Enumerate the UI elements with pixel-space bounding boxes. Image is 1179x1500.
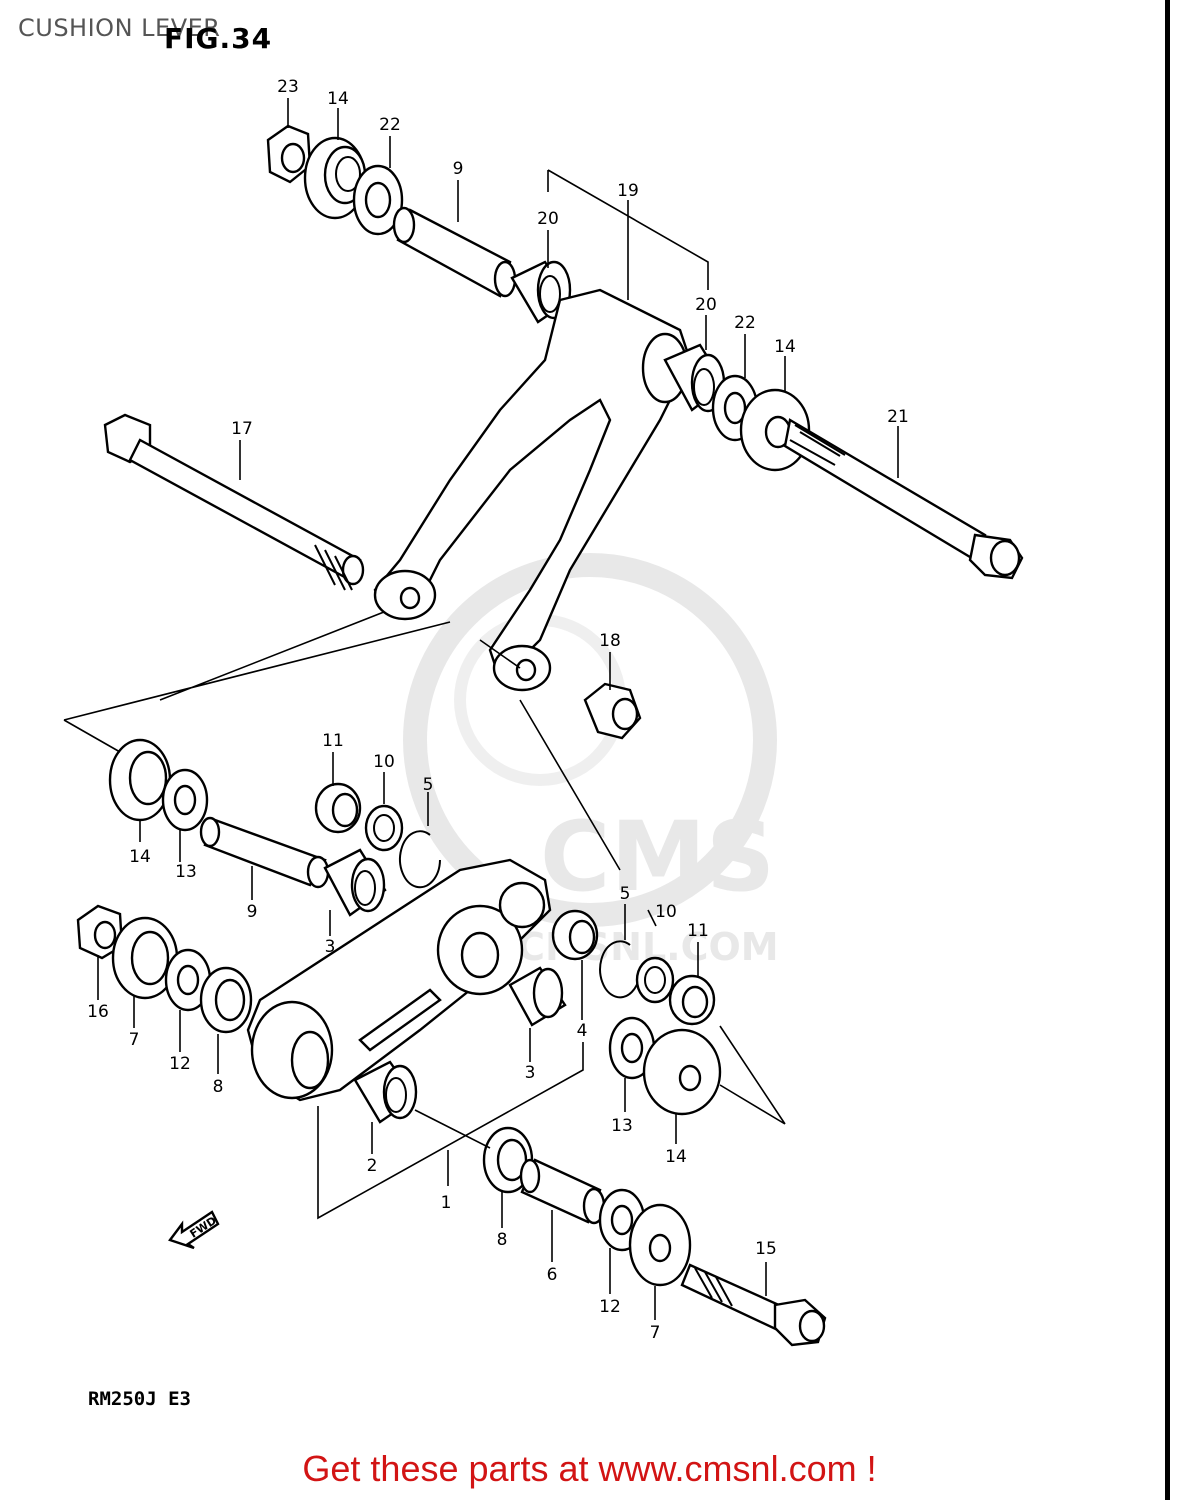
seal-7-lower [628, 1203, 692, 1287]
part-label-14: 14 [665, 1147, 687, 1167]
part-number-labels: 23 14 22 9 20 19 20 22 14 21 17 18 11 10… [87, 77, 909, 1343]
part-label-3: 3 [525, 1063, 536, 1083]
part-label-12: 12 [599, 1297, 621, 1317]
collar-11-upper [314, 782, 362, 834]
seal-8-left [199, 966, 253, 1034]
bolt-17 [103, 413, 365, 591]
seal-14-lower-right [642, 1028, 722, 1116]
part-label-19: 19 [617, 181, 639, 201]
part-label-11: 11 [687, 921, 709, 941]
washer-13-lower-left [161, 768, 209, 832]
part-label-20: 20 [537, 209, 559, 229]
bolt-15 [680, 1263, 827, 1347]
part-label-13: 13 [611, 1116, 633, 1136]
spacer-9-lower [199, 816, 330, 889]
page-border [1165, 0, 1170, 1500]
part-label-7: 7 [129, 1030, 140, 1050]
part-label-16: 16 [87, 1002, 109, 1022]
fwd-arrow-icon: FWD [168, 1210, 220, 1250]
part-label-12: 12 [169, 1054, 191, 1074]
promo-link-text[interactable]: Get these parts at www.cmsnl.com ! [302, 1448, 877, 1489]
leader-lines [63, 98, 899, 1320]
part-label-5: 5 [423, 775, 434, 795]
page-title: CUSHION LEVER [18, 14, 221, 42]
oil-seal-10-upper [364, 804, 404, 852]
part-label-20: 20 [695, 295, 717, 315]
washer-13-lower-right [608, 1016, 656, 1080]
collar-11-lower [668, 974, 716, 1026]
part-label-22: 22 [734, 313, 756, 333]
nut-18 [583, 682, 642, 740]
part-label-14: 14 [774, 337, 796, 357]
part-label-13: 13 [175, 862, 197, 882]
circlip-5-upper [399, 830, 441, 889]
circlip-5-lower [599, 940, 641, 999]
seal-14-upper-left [303, 136, 367, 220]
part-label-4: 4 [577, 1021, 588, 1041]
part-label-8: 8 [497, 1230, 508, 1250]
part-label-14: 14 [129, 847, 151, 867]
bearing-3-lower [508, 966, 567, 1027]
part-label-15: 15 [755, 1239, 777, 1259]
part-label-14: 14 [327, 89, 349, 109]
cushion-rod-19 [373, 288, 692, 692]
spacer-6 [519, 1158, 606, 1225]
part-label-18: 18 [599, 631, 621, 651]
part-label-1: 1 [441, 1193, 452, 1213]
cap-nut-23 [266, 124, 312, 184]
seal-7-left [111, 916, 179, 1000]
bearing-3-upper [323, 848, 387, 917]
bolt-21 [783, 418, 1024, 580]
spacer-9-upper [392, 206, 517, 298]
part-label-7: 7 [650, 1323, 661, 1343]
part-label-3: 3 [325, 937, 336, 957]
part-label-10: 10 [655, 902, 677, 922]
part-label-21: 21 [887, 407, 909, 427]
part-label-8: 8 [213, 1077, 224, 1097]
watermark-logo-text: CMS [540, 801, 775, 913]
model-code: RM250J E3 [88, 1388, 191, 1410]
part-label-9: 9 [247, 902, 258, 922]
washer-22-upper-left [352, 164, 404, 236]
seal-14-lower-left [108, 738, 172, 822]
part-label-23: 23 [277, 77, 299, 97]
part-label-5: 5 [620, 884, 631, 904]
part-label-22: 22 [379, 115, 401, 135]
collar-11-lower-right-4 [551, 909, 599, 961]
oil-seal-10-lower [635, 956, 675, 1004]
part-label-2: 2 [367, 1156, 378, 1176]
cushion-lever-1 [246, 858, 552, 1102]
figure-label: FIG.34 [164, 22, 273, 55]
bearing-2 [353, 1060, 418, 1124]
part-label-10: 10 [373, 752, 395, 772]
part-label-6: 6 [547, 1265, 558, 1285]
part-label-11: 11 [322, 731, 344, 751]
washer-12-left [164, 948, 212, 1012]
part-label-17: 17 [231, 419, 253, 439]
part-label-9: 9 [453, 159, 464, 179]
